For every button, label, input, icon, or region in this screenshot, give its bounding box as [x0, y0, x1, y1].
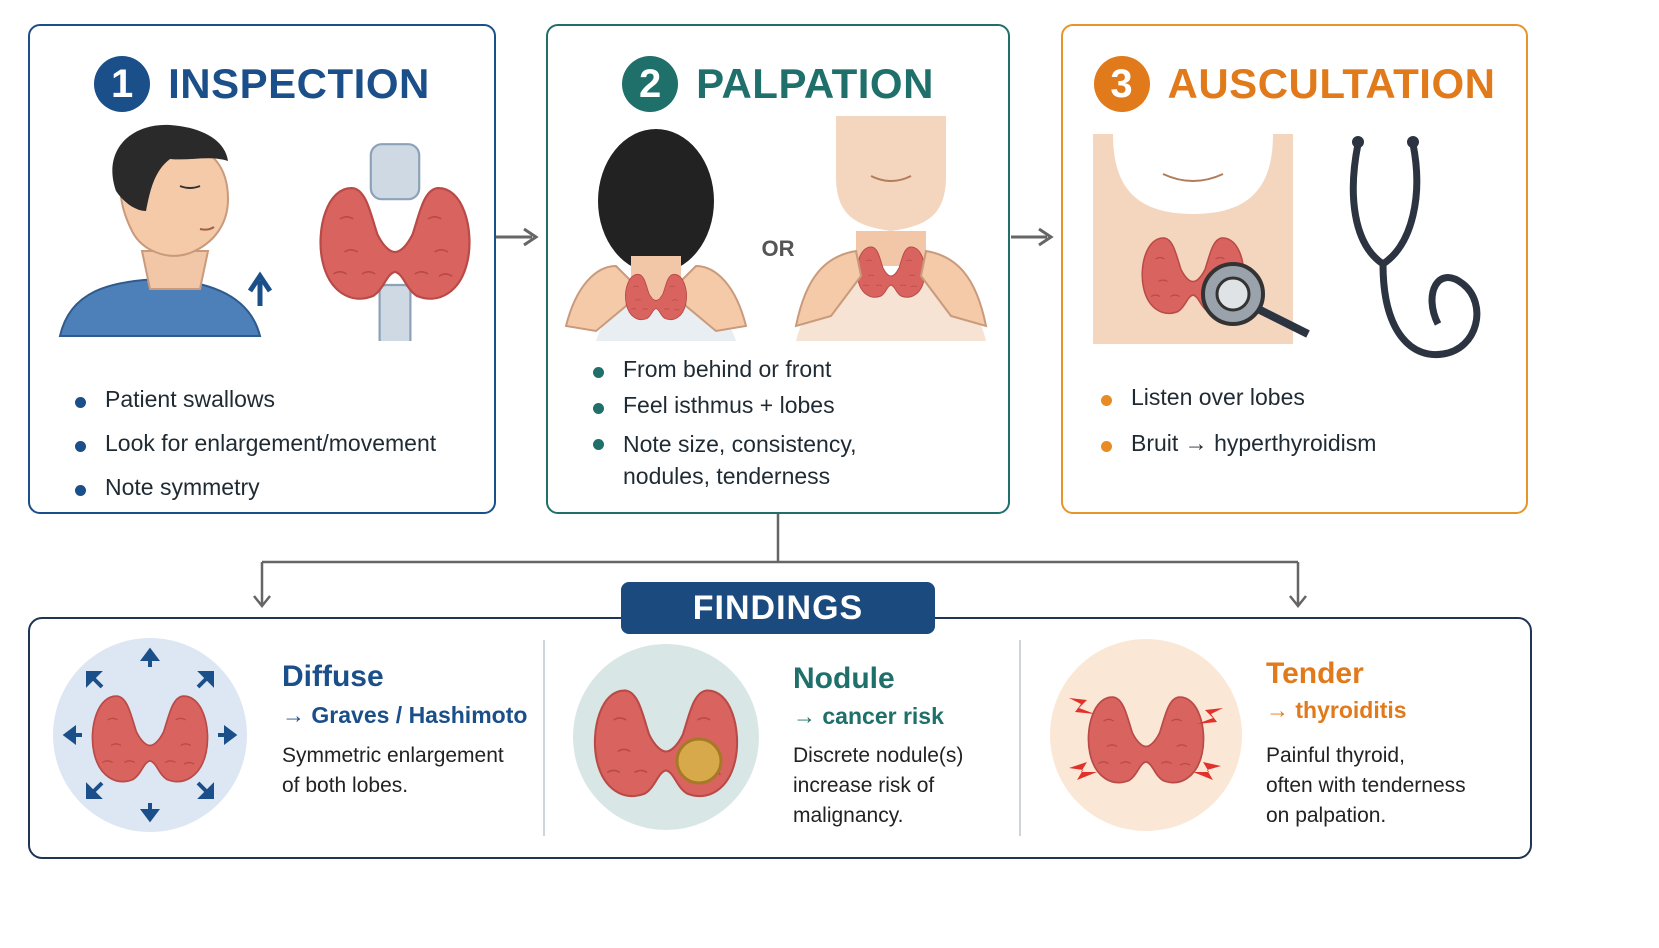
finding-title: Diffuse — [282, 660, 384, 693]
bullet-item: From behind or front — [593, 356, 857, 392]
arrow-right-icon — [496, 227, 539, 247]
bullet-item: Look for enlargement/movement — [75, 430, 436, 474]
auscultation-panel: 3 AUSCULTATION Listen over lobes Bruit →… — [1061, 24, 1528, 514]
bullet-item: Note size, consistency,nodules, tenderne… — [593, 428, 857, 492]
bullet-item: Listen over lobes — [1101, 384, 1376, 430]
step-title: AUSCULTATION — [1167, 60, 1496, 107]
bullet-item: Patient swallows — [75, 386, 436, 430]
diffuse-thyroid-icon — [53, 638, 247, 832]
auscultation-title: 3 AUSCULTATION — [1063, 56, 1526, 112]
finding-title: Nodule — [793, 662, 895, 695]
patient-swallowing-illustration — [58, 124, 471, 341]
step-number-badge: 2 — [622, 56, 679, 112]
finding-subtitle: → Graves / Hashimoto — [282, 702, 528, 728]
inspection-panel: 1 INSPECTION Patient swallows Look for e… — [28, 24, 496, 514]
bullet-item: Feel isthmus + lobes — [593, 392, 857, 428]
auscultation-bullets: Listen over lobes Bruit → hyperthyroidis… — [1101, 384, 1376, 476]
or-label: OR — [762, 236, 795, 261]
bullet-item: Note symmetry — [75, 474, 436, 518]
palpation-title: 2 PALPATION — [548, 56, 1008, 112]
palpation-illustration: OR — [564, 116, 988, 341]
divider — [543, 640, 545, 836]
step-number-badge: 1 — [94, 56, 151, 112]
arrow-right-icon — [1011, 227, 1054, 247]
stethoscope-illustration — [1093, 134, 1481, 359]
inspection-bullets: Patient swallows Look for enlargement/mo… — [75, 386, 436, 518]
step-number-badge: 3 — [1093, 56, 1150, 112]
finding-title: Tender — [1266, 657, 1364, 690]
tender-thyroid-icon — [1050, 639, 1242, 831]
step-title: INSPECTION — [168, 60, 430, 107]
divider — [1019, 640, 1021, 836]
nodule-thyroid-icon — [573, 644, 759, 830]
palpation-panel: 2 PALPATION OR From behind or front Feel… — [546, 24, 1010, 514]
findings-label: FINDINGS — [621, 582, 935, 634]
inspection-title: 1 INSPECTION — [30, 56, 494, 112]
finding-subtitle: → thyroiditis — [1266, 697, 1407, 723]
finding-subtitle: → cancer risk — [793, 703, 944, 729]
bullet-item: Bruit → hyperthyroidism — [1101, 430, 1376, 476]
findings-panel — [28, 617, 1532, 859]
step-title: PALPATION — [696, 60, 934, 107]
findings-connector — [253, 514, 1307, 609]
palpation-bullets: From behind or front Feel isthmus + lobe… — [593, 356, 857, 492]
